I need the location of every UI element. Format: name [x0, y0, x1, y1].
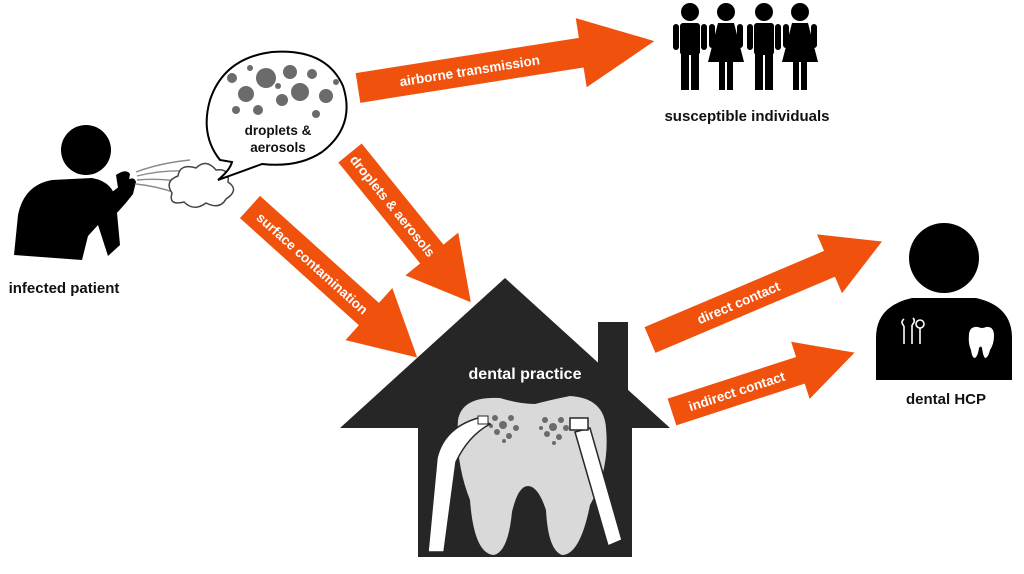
- particles-icon: [227, 65, 339, 118]
- droplets-bubble: droplets & aerosols: [205, 50, 348, 181]
- group-of-people-icon: [673, 3, 818, 90]
- tooth-icon: [457, 396, 607, 555]
- dentist-icon: [876, 223, 1012, 380]
- infected-patient-label: infected patient: [9, 280, 120, 297]
- dental-handpiece-left-icon: [427, 415, 492, 553]
- indirect-contact-arrow: indirect contact: [667, 341, 855, 426]
- surface-contamination-label: surface contamination: [254, 210, 371, 318]
- hcp-tooth-icon: [968, 326, 994, 358]
- dental-practice-label: dental practice: [469, 366, 582, 383]
- coughing-person-icon: [14, 125, 136, 260]
- airborne-transmission-arrow: airborne transmission: [355, 18, 655, 103]
- bubble-label-line2: aerosols: [250, 140, 306, 155]
- susceptible-individuals-label: susceptible individuals: [664, 108, 829, 125]
- cough-cloud-icon: [168, 162, 235, 208]
- tooth-particles-icon: [489, 415, 569, 445]
- droplets-aerosols-label: droplets & aerosols: [347, 152, 438, 259]
- dental-handpiece-right-icon: [569, 417, 623, 548]
- direct-contact-arrow: direct contact: [644, 234, 882, 353]
- dental-instruments-icon: [901, 317, 925, 344]
- bubble-label-line1: droplets &: [245, 123, 312, 138]
- dental-hcp-label: dental HCP: [906, 391, 986, 408]
